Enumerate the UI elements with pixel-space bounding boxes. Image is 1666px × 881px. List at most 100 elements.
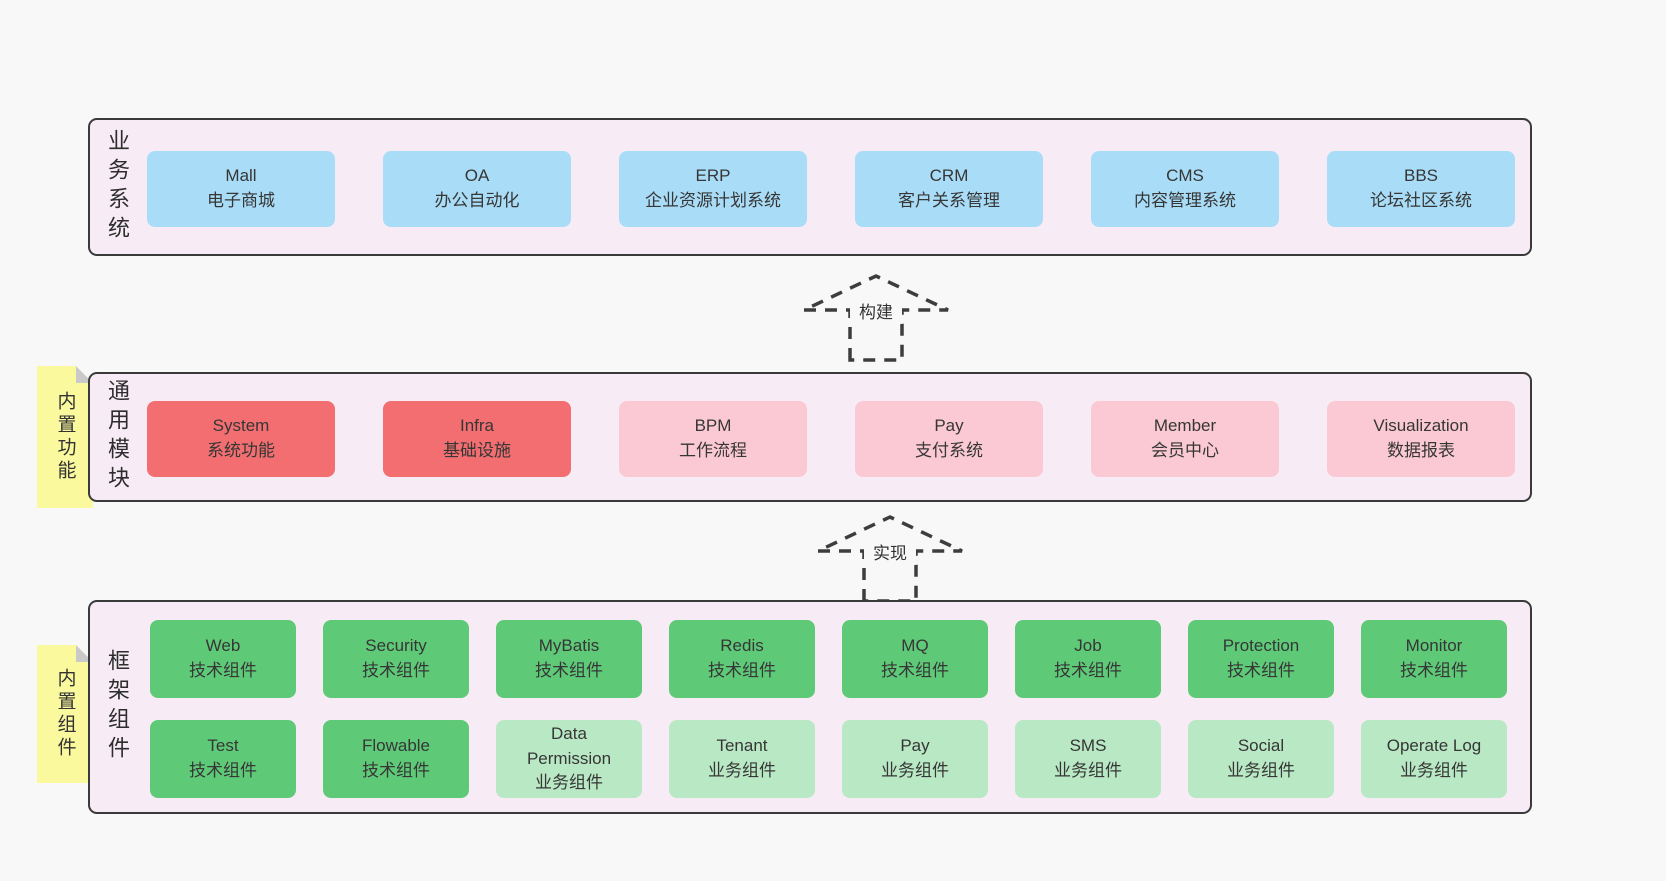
band-common-modules: 通用模块 System 系统功能 Infra 基础设施 BPM 工作流程 Pay…	[88, 372, 1532, 502]
box-title: CMS	[1166, 166, 1204, 186]
box-title: MyBatis	[538, 636, 600, 656]
box-subtitle: 技术组件	[189, 661, 257, 680]
box-title: Pay	[934, 416, 964, 436]
build-arrow: 构建	[796, 270, 956, 362]
sticky-note-built-in-features: 内置功能	[37, 366, 93, 508]
box-title: Monitor	[1405, 636, 1463, 656]
box-erp: ERP 企业资源计划系统	[619, 151, 807, 227]
box-subtitle: 技术组件	[881, 661, 949, 680]
box-subtitle: 业务组件	[881, 761, 949, 780]
box-title: OA	[464, 166, 490, 186]
box-subtitle: 技术组件	[362, 761, 430, 780]
build-arrow-label: 构建	[850, 297, 902, 324]
box-social: Social 业务组件	[1188, 720, 1334, 798]
box-subtitle: 工作流程	[679, 441, 747, 460]
common-modules-boxes: System 系统功能 Infra 基础设施 BPM 工作流程 Pay 支付系统…	[147, 401, 1515, 477]
box-title: Operate Log	[1386, 736, 1482, 756]
box-title: BBS	[1403, 166, 1439, 186]
box-title: System	[212, 416, 270, 436]
box-redis: Redis 技术组件	[669, 620, 815, 698]
box-protection: Protection 技术组件	[1188, 620, 1334, 698]
band-label: 通用模块	[105, 379, 130, 495]
box-subtitle: 业务组件	[708, 761, 776, 780]
band-business-systems: 业务系统 Mall 电子商城 OA 办公自动化 ERP 企业资源计划系统 CRM…	[88, 118, 1532, 256]
box-pay-business: Pay 业务组件	[842, 720, 988, 798]
box-infra: Infra 基础设施	[383, 401, 571, 477]
sticky-note-label: 内置功能	[54, 391, 76, 483]
box-title: Security	[365, 636, 427, 656]
box-oa: OA 办公自动化	[383, 151, 571, 227]
dashed-up-arrow-icon	[803, 274, 949, 362]
dashed-up-arrow-icon	[817, 515, 963, 603]
box-subtitle: 基础设施	[443, 441, 511, 460]
box-tenant: Tenant 业务组件	[669, 720, 815, 798]
box-subtitle: 业务组件	[1054, 761, 1122, 780]
implement-arrow: 实现	[810, 511, 970, 603]
band-framework-components: 框架组件 Web 技术组件 Security 技术组件 MyBatis 技术组件…	[88, 600, 1532, 814]
box-title: CRM	[929, 166, 969, 186]
box-title: Flowable	[361, 736, 431, 756]
box-subtitle: 电子商城	[207, 191, 275, 210]
box-pay: Pay 支付系统	[855, 401, 1043, 477]
box-subtitle: 业务组件	[1227, 761, 1295, 780]
box-subtitle: 技术组件	[1227, 661, 1295, 680]
box-subtitle: 技术组件	[362, 661, 430, 680]
box-subtitle: 内容管理系统	[1134, 191, 1236, 210]
box-title: Redis	[720, 636, 764, 656]
box-subtitle: 业务组件	[535, 773, 603, 793]
box-title: Job	[1074, 636, 1102, 656]
box-subtitle: 技术组件	[189, 761, 257, 780]
box-test: Test 技术组件	[150, 720, 296, 798]
box-title: Web	[205, 636, 241, 656]
box-subtitle: 数据报表	[1387, 441, 1455, 460]
box-operate-log: Operate Log 业务组件	[1361, 720, 1507, 798]
box-subtitle: 会员中心	[1151, 441, 1219, 460]
implement-arrow-label: 实现	[864, 538, 916, 565]
band-label: 业务系统	[105, 129, 130, 245]
box-web: Web 技术组件	[150, 620, 296, 698]
box-mq: MQ 技术组件	[842, 620, 988, 698]
sticky-note-label: 内置组件	[54, 668, 76, 760]
box-title: MQ	[901, 636, 929, 656]
box-mall: Mall 电子商城	[147, 151, 335, 227]
box-title: Tenant	[716, 736, 768, 756]
box-title: Member	[1153, 416, 1217, 436]
framework-components-row-1: Web 技术组件 Security 技术组件 MyBatis 技术组件 Redi…	[150, 620, 1507, 698]
box-monitor: Monitor 技术组件	[1361, 620, 1507, 698]
box-subtitle: 技术组件	[708, 661, 776, 680]
box-subtitle: 客户关系管理	[898, 191, 1000, 210]
box-cms: CMS 内容管理系统	[1091, 151, 1279, 227]
box-flowable: Flowable 技术组件	[323, 720, 469, 798]
box-subtitle: 支付系统	[915, 441, 983, 460]
sticky-note-built-in-components: 内置组件	[37, 645, 93, 783]
box-title: Mall	[225, 166, 257, 186]
box-title: Social	[1237, 736, 1285, 756]
box-subtitle: 企业资源计划系统	[645, 191, 781, 210]
box-subtitle: 办公自动化	[434, 191, 520, 210]
box-title: Protection	[1222, 636, 1300, 656]
box-system: System 系统功能	[147, 401, 335, 477]
box-title: ERP	[695, 166, 731, 186]
box-subtitle: 技术组件	[1400, 661, 1468, 680]
box-subtitle: 论坛社区系统	[1370, 191, 1472, 210]
box-crm: CRM 客户关系管理	[855, 151, 1043, 227]
box-subtitle: 业务组件	[1400, 761, 1468, 780]
box-data-permission: Data Permission 业务组件	[496, 720, 642, 798]
box-mybatis: MyBatis 技术组件	[496, 620, 642, 698]
box-title: BPM	[694, 416, 732, 436]
box-member: Member 会员中心	[1091, 401, 1279, 477]
box-sms: SMS 业务组件	[1015, 720, 1161, 798]
box-subtitle: 系统功能	[207, 441, 275, 460]
box-bbs: BBS 论坛社区系统	[1327, 151, 1515, 227]
box-title: Pay	[900, 736, 930, 756]
box-subtitle: 技术组件	[535, 661, 603, 680]
framework-components-row-2: Test 技术组件 Flowable 技术组件 Data Permission …	[150, 720, 1507, 798]
box-title: Visualization	[1373, 416, 1469, 436]
box-security: Security 技术组件	[323, 620, 469, 698]
box-subtitle: 技术组件	[1054, 661, 1122, 680]
box-title: SMS	[1069, 736, 1107, 756]
band-label: 框架组件	[105, 649, 130, 765]
box-job: Job 技术组件	[1015, 620, 1161, 698]
business-systems-boxes: Mall 电子商城 OA 办公自动化 ERP 企业资源计划系统 CRM 客户关系…	[147, 151, 1515, 227]
